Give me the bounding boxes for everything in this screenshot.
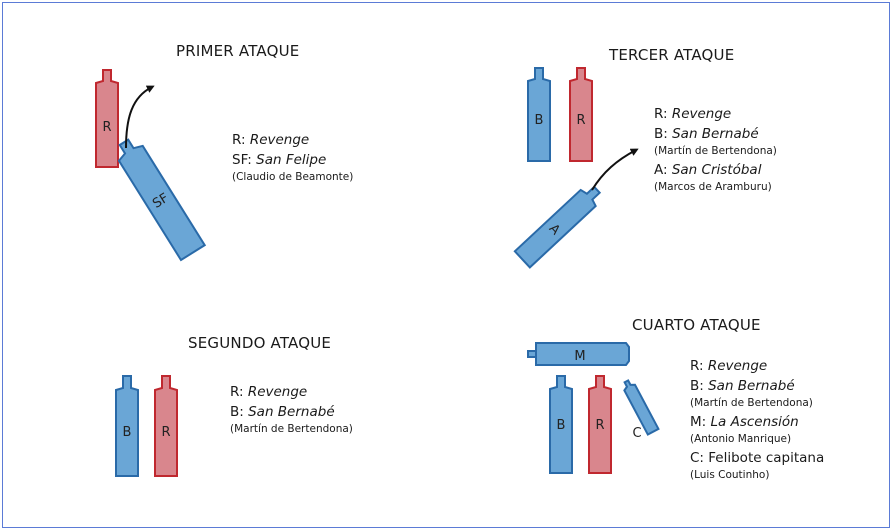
- captain-name: (Luis Coutinho): [690, 469, 770, 481]
- legend-key: M:: [690, 414, 707, 430]
- legend-entry: R: Revenge: [230, 382, 353, 402]
- ship-name: La Ascensión: [710, 414, 799, 430]
- panel-primer-ships: R SF: [95, 69, 207, 262]
- legend-key: B:: [654, 126, 668, 142]
- panel-cuarto-ships: M B R C: [527, 342, 660, 474]
- ship-name: San Bernabé: [672, 126, 759, 142]
- ship-label: B: [557, 418, 566, 433]
- ship-name: San Bernabé: [248, 404, 335, 420]
- ship-label: R: [576, 113, 585, 128]
- ship-label: B: [123, 425, 132, 440]
- captain-name: (Martín de Bertendona): [230, 423, 353, 435]
- legend-entry: A: San Cristóbal: [654, 160, 777, 180]
- legend-entry: B: San Bernabé: [654, 124, 777, 144]
- captain-name: (Martín de Bertendona): [690, 397, 813, 409]
- legend-entry: R: Revenge: [654, 104, 777, 124]
- legend-entry: SF: San Felipe: [232, 150, 353, 170]
- ship-name: Revenge: [247, 384, 308, 400]
- captain-name: (Claudio de Beamonte): [232, 171, 354, 183]
- legend-segundo: R: Revenge B: San Bernabé (Martín de Ber…: [230, 382, 353, 438]
- legend-key: A:: [654, 162, 668, 178]
- legend-key: B:: [230, 404, 244, 420]
- ship-label: R: [161, 425, 170, 440]
- legend-entry: R: Revenge: [690, 356, 824, 376]
- felibote-name: Felibote capitana: [708, 450, 825, 466]
- ship-label: R: [102, 120, 111, 135]
- ship-san-felipe: SF: [117, 138, 207, 262]
- legend-key: B:: [690, 378, 704, 394]
- ship-label: SF: [150, 191, 171, 212]
- ship-name: San Felipe: [256, 152, 327, 168]
- ship-revenge-tercer: R: [569, 67, 593, 162]
- panel-tercer-ships: B R A: [513, 67, 639, 269]
- maneuver-arrow: [591, 148, 639, 191]
- ship-san-bernabe-segundo: B: [115, 375, 139, 477]
- captain-name: (Antonio Manrique): [690, 433, 792, 445]
- ship-label: R: [595, 418, 604, 433]
- ship-label: C: [632, 426, 641, 441]
- ship-name: Revenge: [707, 358, 768, 374]
- ship-la-ascension: M: [527, 342, 630, 366]
- panel-title: PRIMER ATAQUE: [176, 42, 300, 60]
- legend-key: C:: [690, 450, 704, 466]
- legend-entry: C: Felibote capitana: [690, 448, 824, 468]
- legend-entry: R: Revenge: [232, 130, 353, 150]
- legend-key: R:: [232, 132, 246, 148]
- ship-san-bernabe-tercer: B: [527, 67, 551, 162]
- ship-name: San Cristóbal: [671, 162, 762, 178]
- legend-tercer: R: Revenge B: San Bernabé (Martín de Ber…: [654, 104, 777, 196]
- panel-title: TERCER ATAQUE: [609, 46, 735, 64]
- captain-name: (Martín de Bertendona): [654, 145, 777, 157]
- legend-primer: R: Revenge SF: San Felipe (Claudio de Be…: [232, 130, 353, 186]
- ship-revenge-cuarto: R: [588, 375, 612, 474]
- ship-label: M: [574, 349, 585, 364]
- ship-revenge-primer: R: [95, 69, 119, 168]
- ship-san-cristobal: A: [513, 185, 602, 269]
- legend-key: R:: [230, 384, 244, 400]
- legend-key: SF:: [232, 152, 252, 168]
- maneuver-arrow: [125, 85, 155, 149]
- panel-title: CUARTO ATAQUE: [632, 316, 761, 334]
- panel-segundo-ships: B R: [115, 375, 178, 477]
- legend-key: R:: [654, 106, 668, 122]
- captain-name: (Marcos de Aramburu): [654, 181, 772, 193]
- legend-entry: B: San Bernabé: [230, 402, 353, 422]
- ship-label: B: [535, 113, 544, 128]
- ship-name: Revenge: [249, 132, 310, 148]
- ship-san-bernabe-cuarto: B: [549, 375, 573, 474]
- ship-name: Revenge: [671, 106, 732, 122]
- ship-name: San Bernabé: [708, 378, 795, 394]
- ship-felibote-capitana: [623, 379, 660, 436]
- legend-key: R:: [690, 358, 704, 374]
- legend-cuarto: R: Revenge B: San Bernabé (Martín de Ber…: [690, 356, 824, 484]
- ship-revenge-segundo: R: [154, 375, 178, 477]
- panel-title: SEGUNDO ATAQUE: [188, 334, 332, 352]
- legend-entry: B: San Bernabé: [690, 376, 824, 396]
- legend-entry: M: La Ascensión: [690, 412, 824, 432]
